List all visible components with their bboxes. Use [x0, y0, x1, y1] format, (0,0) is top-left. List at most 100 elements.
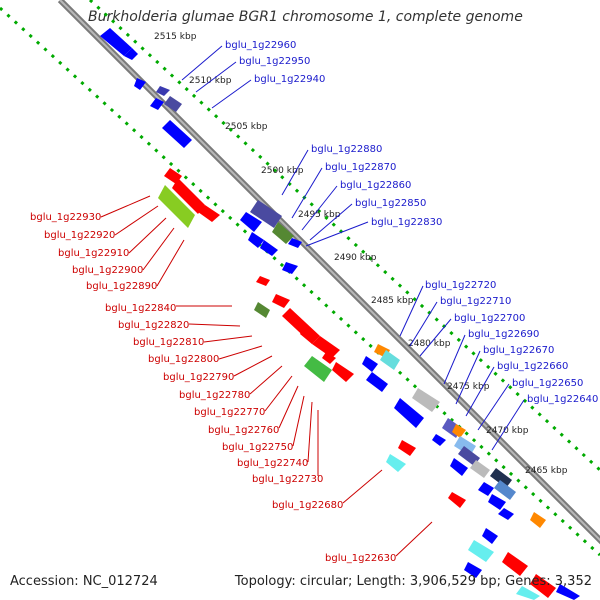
- gene-label: bglu_1g22720: [425, 280, 496, 291]
- gene-label: bglu_1g22750: [222, 442, 293, 453]
- gene-leader: [181, 45, 223, 81]
- gene-label: bglu_1g22820: [118, 320, 189, 331]
- gene-leader: [342, 469, 383, 504]
- gene-leader: [249, 365, 283, 395]
- gene-arrow: [362, 356, 378, 372]
- gene-label: bglu_1g22950: [239, 56, 310, 67]
- map-title: Burkholderia glumae BGR1 chromosome 1, c…: [88, 9, 523, 25]
- gene-arrow: [322, 352, 336, 364]
- gene-label: bglu_1g22680: [272, 500, 343, 511]
- gene-arrow: [556, 584, 580, 600]
- gene-leader: [309, 203, 353, 241]
- gene-label: bglu_1g22880: [311, 144, 382, 155]
- gene-leader: [307, 401, 313, 463]
- tick-label: 2470 kbp: [486, 426, 529, 436]
- gene-leader: [409, 301, 438, 347]
- gene-label: bglu_1g22890: [86, 281, 157, 292]
- gene-label: bglu_1g22650: [512, 378, 583, 389]
- tick-label: 2465 kbp: [525, 466, 568, 476]
- accession-label: Accession: NC_012724: [10, 574, 158, 589]
- gene-box: [380, 350, 400, 370]
- gene-leader: [465, 366, 495, 417]
- gene-arrow: [288, 238, 302, 248]
- gene-labels-right: bglu_1g22960 bglu_1g22950 bglu_1g22940 b…: [181, 40, 598, 451]
- gene-arrow: [300, 326, 318, 344]
- gene-arrow: [282, 262, 298, 274]
- gene-arrow: [312, 336, 340, 358]
- gene-label: bglu_1g22790: [163, 372, 234, 383]
- gene-leader: [292, 395, 305, 447]
- gene-label: bglu_1g22640: [527, 394, 598, 405]
- gene-label: bglu_1g22780: [179, 390, 250, 401]
- gene-label: bglu_1g22840: [105, 303, 176, 314]
- gene-leader: [128, 217, 167, 254]
- gene-label: bglu_1g22800: [148, 354, 219, 365]
- gene-arrow: [272, 294, 290, 308]
- gene-leader: [399, 285, 424, 337]
- gene-label: bglu_1g22860: [340, 180, 411, 191]
- gene-leader: [419, 318, 452, 357]
- gene-box: [516, 586, 540, 600]
- gene-arrow: [502, 552, 528, 576]
- gene-label: bglu_1g22930: [30, 212, 101, 223]
- gene-box: [412, 388, 440, 412]
- gene-label: bglu_1g22630: [325, 553, 396, 564]
- gene-arrow: [398, 440, 416, 456]
- gc-track-right: [88, 0, 600, 472]
- gene-arrow: [124, 48, 138, 60]
- tick-label: 2490 kbp: [334, 253, 377, 263]
- gene-label: bglu_1g22920: [44, 230, 115, 241]
- gene-box: [452, 424, 466, 438]
- gene-leader: [291, 167, 323, 219]
- gene-box: [468, 540, 494, 562]
- gene-box: [458, 446, 480, 466]
- gene-leader: [281, 149, 309, 196]
- gene-box: [490, 468, 512, 488]
- gene-label: bglu_1g22690: [468, 329, 539, 340]
- gene-arrow: [172, 178, 205, 214]
- gene-label: bglu_1g22710: [440, 296, 511, 307]
- gene-arrow: [198, 205, 220, 222]
- tick-label: 2480 kbp: [408, 339, 451, 349]
- gene-arrow: [498, 508, 514, 520]
- gene-leader: [491, 399, 525, 451]
- tick-label: 2475 kbp: [447, 382, 490, 392]
- gene-labels-left: bglu_1g22930 bglu_1g22920 bglu_1g22910 b…: [30, 195, 433, 564]
- tick-label: 2505 kbp: [225, 122, 268, 132]
- gene-arrow: [450, 458, 468, 476]
- gene-label: bglu_1g22830: [371, 217, 442, 228]
- gene-label: bglu_1g22660: [497, 361, 568, 372]
- gene-leader: [233, 355, 273, 377]
- tick-label: 2515 kbp: [154, 32, 197, 42]
- gene-leader: [114, 205, 159, 236]
- tick-label: 2500 kbp: [261, 166, 304, 176]
- gene-features: [100, 28, 580, 600]
- gene-label: bglu_1g22910: [58, 248, 129, 259]
- gene-label: bglu_1g22960: [225, 40, 296, 51]
- gene-label: bglu_1g22850: [355, 198, 426, 209]
- gene-arrow: [478, 482, 494, 496]
- gene-box: [386, 454, 406, 472]
- gene-box: [470, 460, 490, 478]
- gene-leader: [278, 385, 299, 429]
- gene-label: bglu_1g22810: [133, 337, 204, 348]
- gene-arrow: [432, 434, 446, 446]
- gene-label: bglu_1g22870: [325, 162, 396, 173]
- tick-label: 2485 kbp: [371, 296, 414, 306]
- gene-arrow: [240, 212, 262, 232]
- gene-box: [494, 480, 516, 500]
- gene-leader: [203, 335, 253, 343]
- gene-leader: [188, 323, 241, 327]
- gene-label: bglu_1g22940: [254, 74, 325, 85]
- gene-arrow: [100, 28, 132, 56]
- gene-leader: [156, 239, 185, 287]
- gene-leader: [142, 227, 175, 271]
- gene-leader: [395, 521, 433, 557]
- gene-label: bglu_1g22730: [252, 474, 323, 485]
- gene-box: [530, 512, 546, 528]
- gene-label: bglu_1g22700: [454, 313, 525, 324]
- gene-arrow: [394, 398, 424, 428]
- gene-arrow: [482, 528, 498, 544]
